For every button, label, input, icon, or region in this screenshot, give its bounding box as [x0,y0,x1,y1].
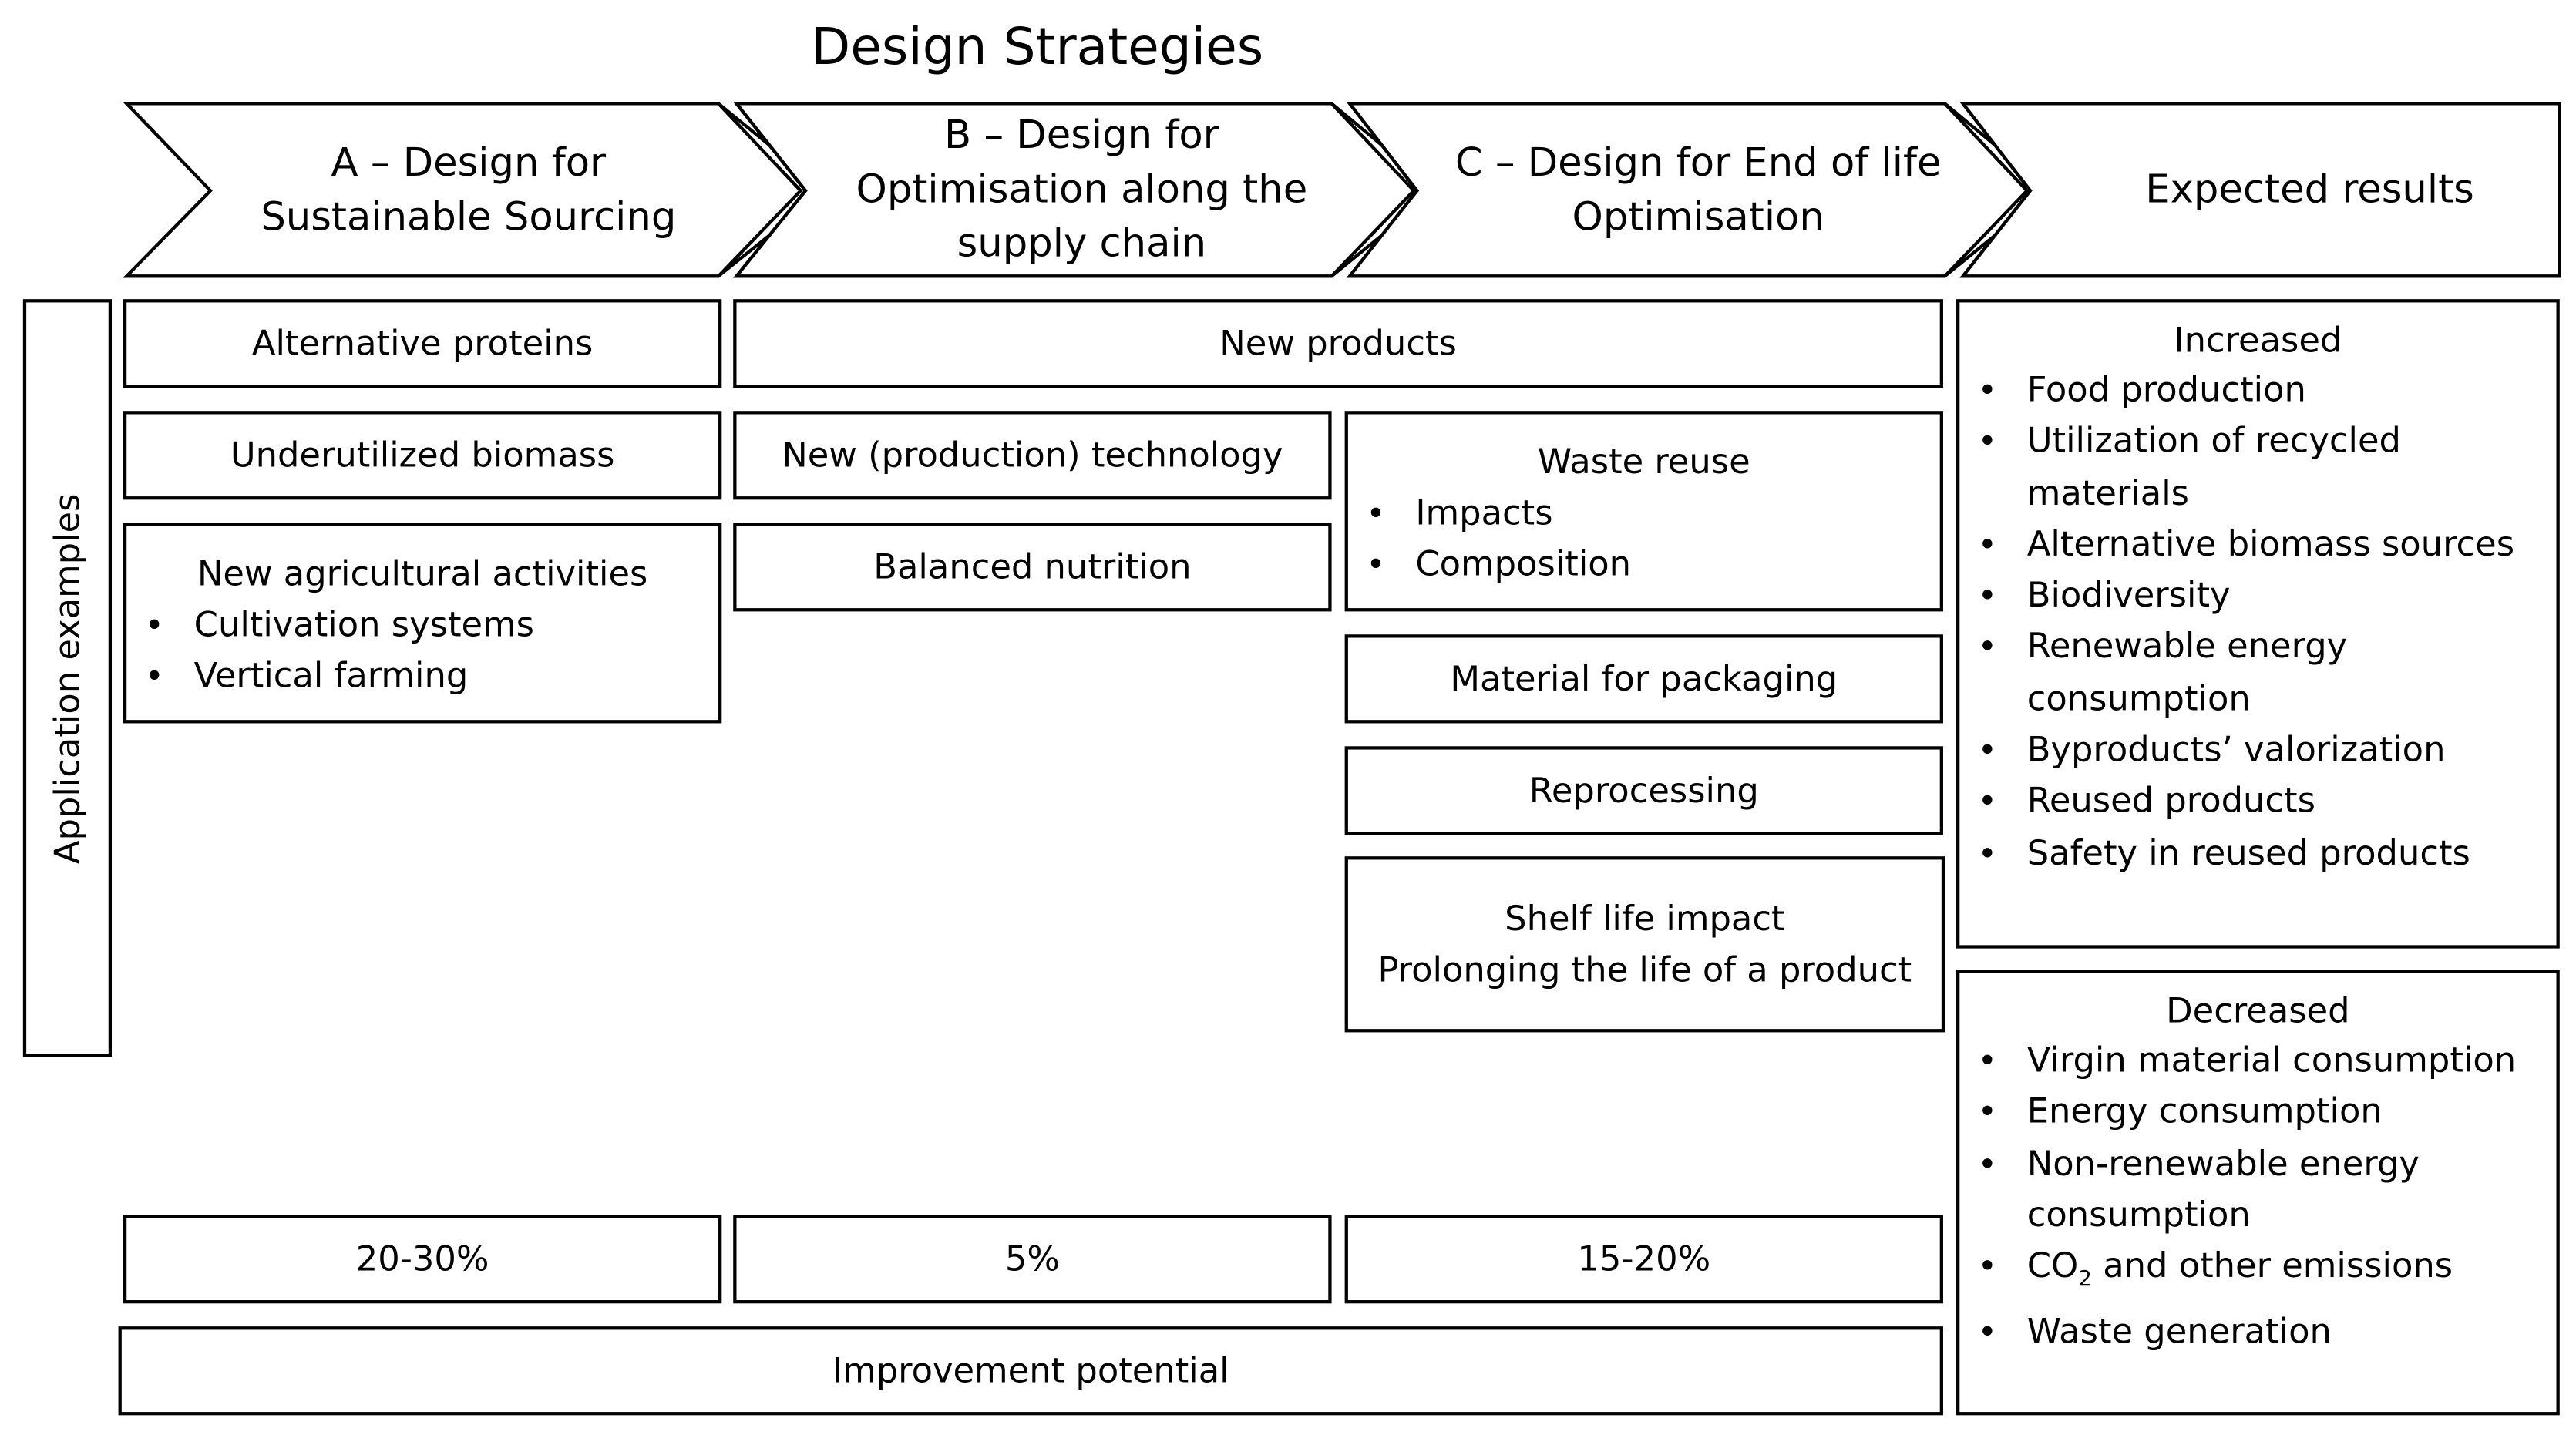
bullet-icon: • [1977,1246,1997,1286]
increased-list: •Food production •Utilization of recycle… [1959,365,2556,879]
new-products-text: New products [1219,323,1457,363]
underutilized-biomass-box: Underutilized biomass [123,411,722,500]
new-products-box: New products [733,299,1943,388]
list-item: •CO2 and other emissions [1959,1242,2556,1306]
application-examples-label: Application examples [47,492,88,864]
list-item: •Safety in reused products [1959,828,2556,879]
bullet-icon: • [1977,1040,1997,1080]
shelf-life-subtitle: Prolonging the life of a product [1377,949,1912,989]
list-item: •Composition [1348,539,1940,591]
bullet-icon: • [1977,627,1997,667]
potential-c-value: 15-20% [1577,1238,1711,1279]
list-item: •Reused products [1959,776,2556,828]
material-packaging-box: Material for packaging [1344,634,1943,724]
potential-a-value: 20-30% [355,1238,489,1279]
bullet-icon: • [1366,544,1386,584]
increased-title: Increased [2174,320,2342,361]
balanced-nutrition-box: Balanced nutrition [733,523,1332,612]
bullet-icon: • [1977,781,1997,822]
potential-b-box: 5% [733,1215,1332,1304]
bullet-icon: • [1977,575,1997,616]
decreased-title: Decreased [2166,991,2350,1031]
new-agricultural-box: New agricultural activities •Cultivation… [123,523,722,724]
list-item: •Utilization of recycled materials [1959,416,2556,519]
list-item: •Energy consumption [1959,1087,2556,1138]
bullet-icon: • [1977,1091,1997,1131]
list-item: •Cultivation systems [126,600,718,651]
bullet-icon: • [1366,492,1386,533]
list-item: •Biodiversity [1959,570,2556,622]
list-item: •Waste generation [1959,1306,2556,1358]
shelf-life-title: Shelf life impact [1505,898,1785,938]
list-item: •Renewable energy consumption [1959,622,2556,724]
potential-b-value: 5% [1004,1238,1060,1279]
bullet-icon: • [1977,421,1997,461]
list-item: •Non-renewable energy consumption [1959,1138,2556,1241]
bullet-icon: • [1977,369,1997,410]
new-technology-text: New (production) technology [782,435,1283,475]
chevron-results [1959,102,2561,278]
list-item: •Alternative biomass sources [1959,519,2556,571]
reprocessing-text: Reprocessing [1528,770,1759,810]
bullet-icon: • [144,604,164,645]
shelf-life-box: Shelf life impact Prolonging the life of… [1344,856,1945,1033]
bullet-icon: • [1977,730,1997,770]
decreased-list: •Virgin material consumption •Energy con… [1959,1036,2556,1358]
improvement-potential-box: Improvement potential [118,1326,1943,1416]
chevron-b [733,102,1440,278]
bullet-icon: • [1977,1311,1997,1351]
list-item: •Food production [1959,365,2556,416]
new-agricultural-title: New agricultural activities [197,553,648,593]
material-packaging-text: Material for packaging [1450,658,1838,698]
new-agricultural-list: •Cultivation systems •Vertical farming [126,600,718,702]
strategy-c-label: C – Design for End of life Optimisation [1454,139,1942,240]
potential-c-box: 15-20% [1344,1215,1943,1304]
list-item: •Byproducts’ valorization [1959,725,2556,777]
alternative-proteins-text: Alternative proteins [251,323,594,363]
list-item: •Vertical farming [126,651,718,703]
potential-a-box: 20-30% [123,1215,722,1304]
bullet-icon: • [1977,832,1997,872]
balanced-nutrition-text: Balanced nutrition [873,546,1192,586]
new-technology-box: New (production) technology [733,411,1332,500]
alternative-proteins-box: Alternative proteins [123,299,722,388]
decreased-results-box: Decreased •Virgin material consumption •… [1956,970,2560,1416]
expected-results-label: Expected results [2145,166,2474,213]
strategy-a-label: A – Design for Sustainable Sourcing [261,139,677,240]
waste-reuse-list: •Impacts •Composition [1348,488,1940,590]
application-examples-box: Application examples [22,299,113,1057]
increased-results-box: Increased •Food production •Utilization … [1956,299,2560,949]
strategy-b-label: B – Design for Optimisation along the su… [856,112,1308,267]
bullet-icon: • [144,656,164,696]
reprocessing-box: Reprocessing [1344,746,1943,835]
list-item: •Impacts [1348,488,1940,539]
waste-reuse-box: Waste reuse •Impacts •Composition [1344,411,1943,612]
diagram-title: Design Strategies [811,18,1264,78]
list-item: •Virgin material consumption [1959,1036,2556,1087]
underutilized-biomass-text: Underutilized biomass [230,435,615,475]
bullet-icon: • [1977,1143,1997,1183]
bullet-icon: • [1977,524,1997,564]
waste-reuse-title: Waste reuse [1537,442,1750,482]
improvement-potential-text: Improvement potential [832,1350,1229,1390]
